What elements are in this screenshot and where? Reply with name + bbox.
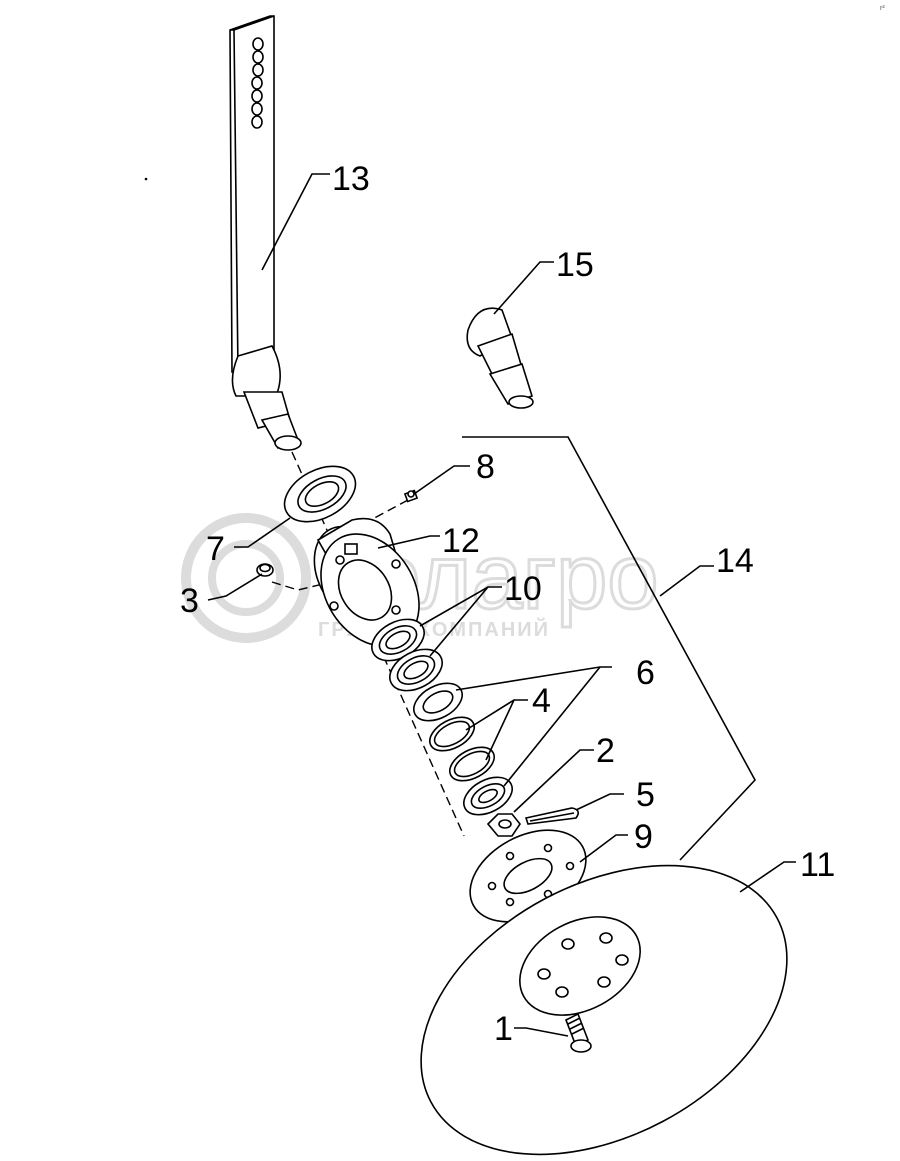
callout-2: 2: [596, 732, 615, 770]
spindle-alternative: [466, 307, 534, 409]
callout-7: 7: [206, 530, 225, 568]
callout-5: 5: [636, 776, 655, 814]
callout-6: 6: [636, 654, 655, 692]
spacer-ring-lower: [463, 776, 513, 816]
seal: [283, 465, 357, 523]
circlip-lower: [449, 746, 495, 782]
arm-holes: [251, 37, 264, 129]
circlip-upper: [429, 716, 475, 752]
callout-11: 11: [800, 846, 835, 884]
callout-14: 14: [716, 542, 754, 580]
callout-1: 1: [494, 1010, 513, 1048]
arm-shaft: [229, 15, 302, 451]
callout-8: 8: [476, 448, 495, 486]
bolt: [564, 1012, 592, 1053]
callout-13: 13: [332, 160, 370, 198]
plug: [256, 563, 274, 577]
callout-9: 9: [634, 818, 653, 856]
corner-stamp: r²: [880, 5, 885, 12]
hub: [313, 517, 420, 647]
callout-labels: 1 2 3 4 5 6 7 8 9 10 11 12 13 14 15: [180, 160, 835, 1048]
castle-nut: [486, 813, 521, 837]
assembly-bracket: [462, 436, 756, 861]
bearing-lower: [389, 648, 443, 692]
callout-15: 15: [556, 246, 594, 284]
disc-blade: [420, 864, 788, 1156]
callout-10: 10: [504, 570, 542, 608]
watermark: белагро ГРУППА КОМПАНИЙ: [181, 513, 660, 643]
leader-lines: [207, 173, 796, 1037]
cotter-pin: [524, 807, 580, 825]
callout-12: 12: [442, 522, 480, 560]
watermark-logo-circle: [181, 513, 311, 643]
callout-3: 3: [180, 582, 199, 620]
callout-4: 4: [532, 682, 551, 720]
bearing-upper: [371, 618, 425, 662]
spacer-ring-upper: [413, 682, 463, 722]
